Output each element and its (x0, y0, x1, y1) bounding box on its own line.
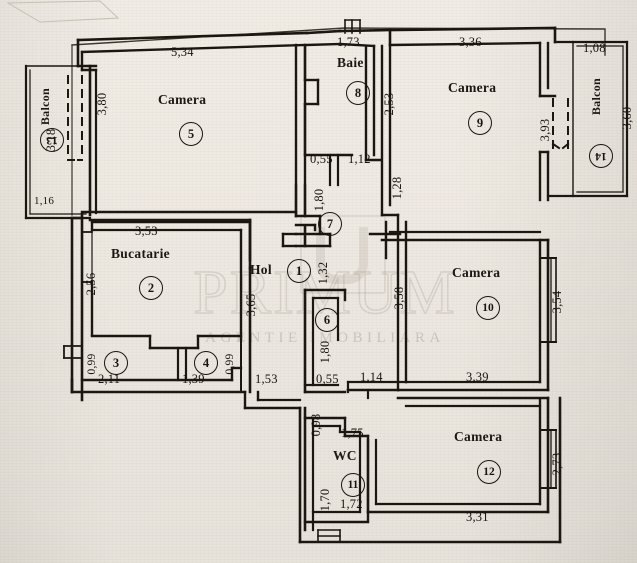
room-label-hol: Hol (250, 262, 272, 277)
dim-bucatarie-top: 3,53 (135, 224, 158, 238)
dim-hol-right: 1,32 (316, 261, 330, 285)
dim-bucatarie-right: 3,65 (244, 293, 258, 317)
dim-door7-left: 1,80 (312, 188, 326, 212)
room-label-camera-9: Camera (448, 80, 497, 95)
room-number-2: 2 (139, 276, 163, 300)
room-label-camera-12: Camera (454, 429, 503, 444)
dim-room3-left: 0,99 (86, 353, 98, 375)
room-number-10: 10 (476, 296, 500, 320)
dim-wc-top: 1,75 (341, 426, 364, 440)
room-label-wc: WC (333, 448, 357, 463)
dim-balcon14-right: 3,60 (620, 106, 634, 130)
room-number-7: 7 (318, 212, 342, 236)
dim-wc-upper: 0,98 (309, 413, 323, 437)
dim-balcon13-bottom: 1,16 (34, 195, 55, 207)
dim-bucatarie-left: 2,56 (84, 272, 98, 296)
dim-camera10-right: 3,54 (550, 290, 564, 314)
dim-wc-left: 1,70 (318, 488, 332, 512)
dim-wc-bottom: 1,72 (340, 497, 363, 511)
room-label-bucatarie: Bucatarie (111, 246, 170, 261)
dim-baie-top: 1,73 (337, 35, 360, 49)
room-number-1: 1 (287, 259, 311, 283)
room-number-5: 5 (179, 122, 203, 146)
dim-hol-left: 1,53 (255, 372, 278, 386)
dim-camera12-right: 2,73 (550, 452, 564, 476)
dim-balcon14-top: 1,08 (583, 41, 606, 55)
dim-camera9-top: 3,36 (459, 35, 482, 49)
room-label-camera-10: Camera (452, 265, 501, 280)
dim-room4-bottom: 1,39 (182, 372, 205, 386)
room-number-4: 4 (194, 351, 218, 375)
dim-camera9-left: 1,28 (390, 176, 404, 200)
dim-camera5-top: 5,34 (171, 45, 194, 59)
room-label-balcon-13: Balcon (38, 88, 52, 126)
room-label-camera-5: Camera (158, 92, 207, 107)
room-number-12: 12 (477, 460, 501, 484)
dim-baie-bottom-right: 1,12 (348, 152, 371, 166)
dim-room6-bottom: 0,55 (316, 372, 339, 386)
dim-room3-bottom: 2,11 (98, 372, 121, 386)
room-number-8: 8 (346, 81, 370, 105)
room-number-9: 9 (468, 111, 492, 135)
room-number-14: 14 (589, 144, 613, 168)
room-number-6: 6 (315, 308, 339, 332)
dim-camera5-right: 3,80 (95, 92, 109, 116)
room-number-11: 11 (341, 473, 365, 497)
dim-baie-bottom-left: 0,55 (310, 152, 333, 166)
dim-camera10-left: 3,58 (392, 286, 406, 310)
dim-baie-right: 2,53 (382, 92, 396, 116)
dim-camera10-bottom: 3,39 (466, 370, 489, 384)
room-number-3: 3 (104, 351, 128, 375)
room-label-balcon-14: Balcon (589, 78, 603, 116)
dim-room6-right: 1,80 (318, 340, 332, 364)
dim-room4-right: 0,99 (224, 353, 236, 375)
dim-camera10-lower-left: 1,14 (360, 370, 383, 384)
dim-camera12-bottom: 3,31 (466, 510, 489, 524)
dim-camera9-right: 3,93 (538, 118, 552, 142)
room-number-13: 13 (40, 128, 64, 152)
room-label-baie: Baie (337, 55, 364, 70)
